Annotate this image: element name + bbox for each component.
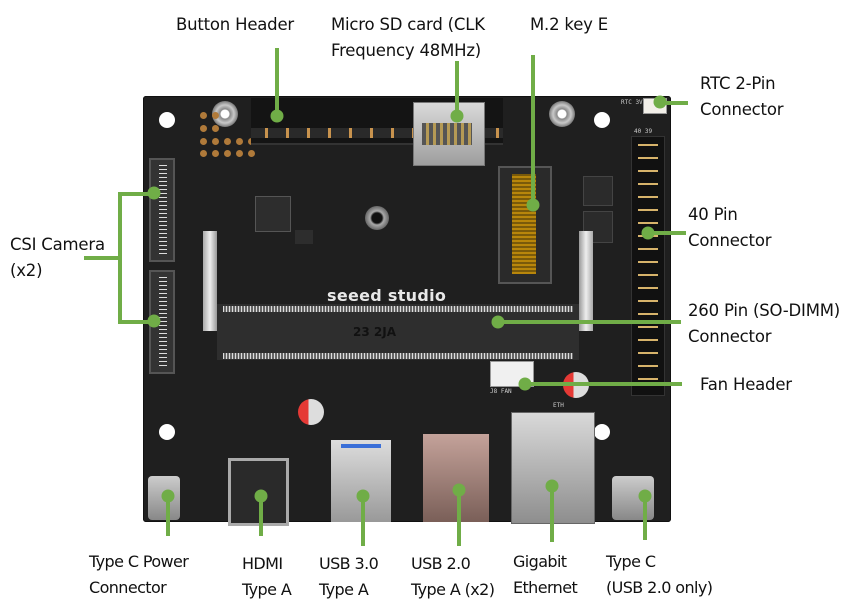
brand-logo: seeed studio (327, 286, 447, 305)
callout-line-so-dimm (498, 320, 681, 324)
callout-line-usb3 (361, 496, 365, 546)
label-type-c-usb2: Type C (USB 2.0 only) (606, 552, 713, 597)
callout-line-hdmi (259, 496, 263, 536)
callout-dot-type-c-power (161, 489, 175, 503)
callout-line-csi-bracket (118, 192, 122, 323)
callout-dot-usb3 (356, 489, 370, 503)
callout-line-type-c-power (166, 496, 170, 536)
callout-dot-40pin (641, 226, 655, 240)
eth-silk: ETH (553, 402, 564, 409)
callout-dot-csi-1 (147, 186, 161, 200)
mounting-hole (594, 112, 610, 128)
label-button-header: Button Header (176, 15, 294, 34)
gpio-40pin-header (631, 136, 665, 396)
label-so-dimm: 260 Pin (SO-DIMM) Connector (688, 301, 841, 346)
ethernet-port (511, 412, 595, 524)
mounting-hole (594, 424, 610, 440)
callout-line-csi (84, 256, 122, 260)
rtc-silk: RTC 3V (621, 99, 643, 106)
callout-dot-micro-sd (450, 109, 464, 123)
callout-line-rtc (660, 101, 688, 105)
standoff (549, 101, 575, 127)
carrier-board: 23 2JA seeed studio 40 39 RTC 3V J8 FAN … (143, 96, 671, 526)
callout-dot-so-dimm (491, 315, 505, 329)
callout-line-usb2 (457, 490, 461, 546)
label-csi-camera: CSI Camera (x2) (10, 235, 105, 280)
callout-line-fan (525, 382, 682, 386)
label-type-c-power: Type C Power Connector (89, 552, 189, 597)
usb2-port (423, 434, 489, 522)
callout-line-micro-sd (455, 61, 459, 116)
mounting-hole (159, 424, 175, 440)
callout-line-ethernet (550, 486, 554, 542)
so-dimm-slot: 23 2JA (203, 221, 593, 360)
pin-number-silk: 40 39 (634, 128, 653, 135)
csi-camera-connector-1 (149, 158, 175, 262)
label-rtc: RTC 2-Pin Connector (700, 74, 784, 119)
callout-line-csi-bottom (118, 320, 154, 324)
callout-dot-type-c-usb2 (638, 489, 652, 503)
label-fan-header: Fan Header (700, 375, 792, 394)
fan-silk: J8 FAN (490, 388, 512, 395)
callout-dot-fan (518, 377, 532, 391)
callout-dot-ethernet (545, 479, 559, 493)
callout-line-40pin (648, 231, 686, 235)
label-ethernet: Gigabit Ethernet (513, 552, 578, 597)
label-usb2: USB 2.0 Type A (x2) (411, 554, 495, 599)
callout-line-button-header (275, 48, 279, 116)
label-40pin: 40 Pin Connector (688, 205, 772, 250)
label-m2-key-e: M.2 key E (530, 15, 608, 34)
callout-dot-hdmi (254, 489, 268, 503)
so-dimm-marking: 23 2JA (353, 325, 396, 339)
label-usb3: USB 3.0 Type A (319, 554, 379, 599)
callout-dot-csi-0 (147, 314, 161, 328)
label-micro-sd: Micro SD card (CLK Frequency 48MHz) (331, 15, 485, 60)
callout-line-m2 (531, 55, 535, 205)
callout-dot-usb2 (452, 483, 466, 497)
mounting-hole (159, 112, 175, 128)
callout-line-type-c-usb2 (643, 496, 647, 540)
callout-line-csi-top (118, 192, 154, 196)
micro-sd-slot (413, 102, 485, 166)
callout-dot-m2 (526, 198, 540, 212)
callout-dot-rtc (653, 95, 667, 109)
label-hdmi: HDMI Type A (242, 554, 292, 599)
callout-dot-button-header (270, 109, 284, 123)
